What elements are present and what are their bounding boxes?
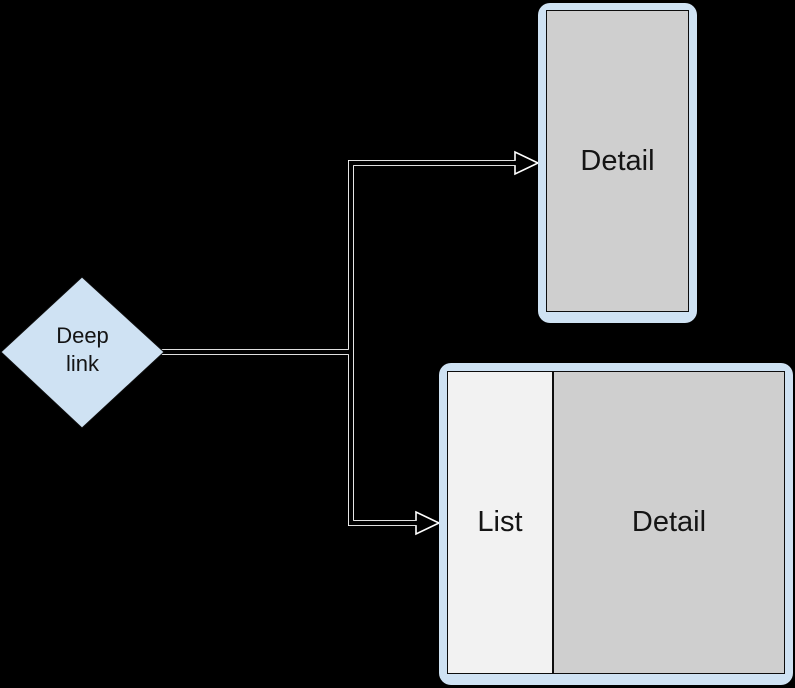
detail-pane-window: Detail [538,3,697,323]
deep-link-label: Deep link [56,323,109,376]
list-detail-split: List Detail [447,371,785,674]
connector-to-list-detail-core [348,352,422,526]
connector-cores [160,160,521,526]
list-detail-window: List Detail [439,363,793,685]
connector-to-detail-outline [348,160,521,352]
deep-link-diamond [0,276,165,429]
detail-pane-wide-label: Detail [631,506,707,538]
list-pane: List [448,372,554,673]
connector-to-list-detail-outline [348,352,422,526]
connector-to-detail-core [348,160,521,352]
detail-pane-label: Detail [580,144,655,177]
detail-pane-wide: Detail [554,372,784,673]
detail-pane: Detail [546,10,689,312]
list-pane-label: List [477,506,523,538]
